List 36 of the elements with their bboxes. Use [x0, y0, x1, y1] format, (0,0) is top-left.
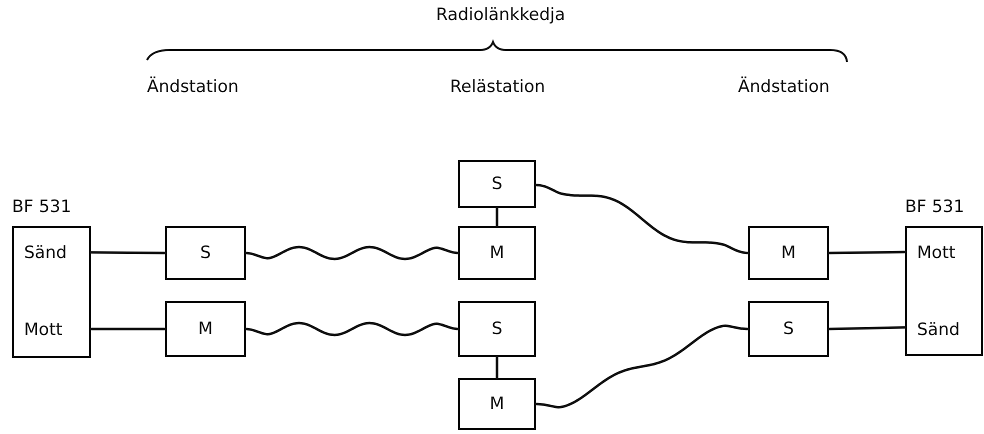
unit-box [748, 301, 829, 357]
terminal-title: BF 531 [905, 197, 964, 217]
port-label: Sänd [24, 243, 67, 263]
unit-box [458, 226, 536, 280]
radio-link-line [535, 184, 749, 254]
station-label: Relästation [450, 77, 546, 97]
connection-line [496, 208, 498, 226]
unit-label: S [490, 174, 504, 194]
unit-box [748, 226, 829, 280]
station-label: Ändstation [738, 77, 830, 97]
station-label: Ändstation [147, 77, 239, 97]
unit-label: M [780, 243, 797, 263]
connection-line [496, 357, 498, 378]
terminal-title: BF 531 [12, 197, 72, 217]
unit-label: S [490, 319, 504, 339]
unit-label: M [488, 394, 506, 414]
radio-link-line [245, 246, 459, 260]
unit-box [165, 301, 246, 357]
connection-line [91, 328, 165, 330]
unit-label: S [199, 243, 212, 263]
unit-label: M [488, 243, 506, 263]
unit-box [165, 226, 246, 280]
port-label: Mott [917, 243, 956, 263]
port-label: Mott [24, 320, 62, 340]
unit-label: S [782, 319, 795, 339]
unit-box [458, 160, 536, 208]
unit-box [458, 301, 536, 357]
radio-link-line [535, 324, 749, 408]
group-heading: Radiolänkkedja [436, 5, 566, 25]
radio-link-line [245, 322, 459, 336]
connection-line [91, 251, 165, 254]
port-label: Sänd [917, 320, 960, 340]
unit-box [458, 378, 536, 430]
connection-line [828, 250, 906, 254]
connection-line [828, 326, 906, 330]
unit-label: M [197, 319, 214, 339]
